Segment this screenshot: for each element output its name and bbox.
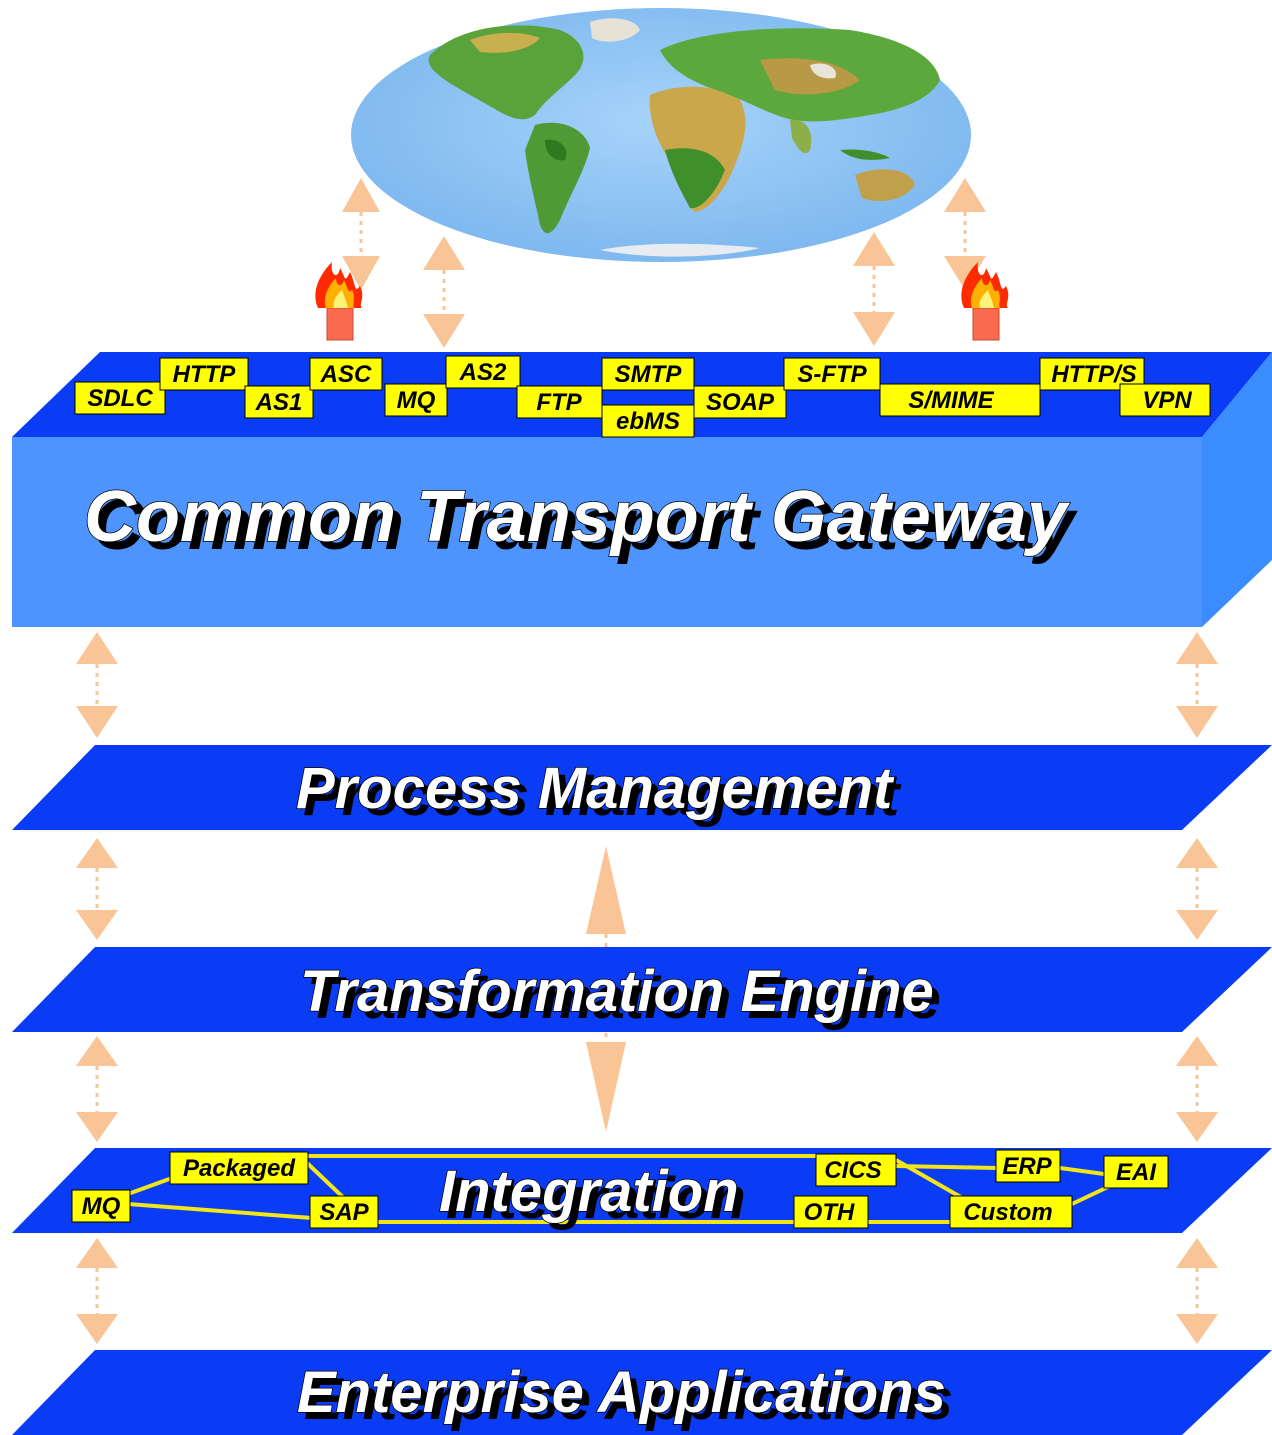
arrow-left-4 xyxy=(76,1238,118,1344)
arrow-right-1 xyxy=(1176,632,1218,738)
svg-text:Custom: Custom xyxy=(963,1199,1052,1226)
protocol-tag: HTTP xyxy=(159,357,249,391)
arrow-right-3 xyxy=(1176,1036,1218,1142)
integration-title-shadow: Integration xyxy=(446,1166,746,1231)
protocol-tag: SMTP xyxy=(601,357,695,391)
gateway-title: Common Transport Gateway xyxy=(84,477,1071,557)
globe-icon xyxy=(351,8,971,262)
enterprise-title-shadow: Enterprise Applications xyxy=(304,1367,953,1432)
svg-text:S/MIME: S/MIME xyxy=(908,387,994,414)
integration-node: SAP xyxy=(309,1195,379,1229)
svg-text:OTH: OTH xyxy=(804,1199,855,1226)
protocol-tag: AS2 xyxy=(445,355,521,389)
integration-nodes: MQ Packaged SAP CICS OTH ERP Custom EAI xyxy=(71,1149,1169,1229)
side-arrows xyxy=(76,632,1218,1344)
transport-protocol-tags: SDLC HTTP AS1 ASC MQ AS2 FTP SMTP ebMS S… xyxy=(74,355,1211,438)
svg-text:SOAP: SOAP xyxy=(706,389,775,416)
protocol-tag: ASC xyxy=(309,357,383,391)
arrow-right-2 xyxy=(1176,838,1218,940)
svg-text:FTP: FTP xyxy=(536,389,582,416)
svg-text:HTTP: HTTP xyxy=(173,361,237,388)
arrow-globe-3 xyxy=(853,232,895,346)
firewall-icon xyxy=(961,262,1009,341)
integration-node: MQ xyxy=(71,1189,131,1223)
svg-text:S-FTP: S-FTP xyxy=(797,361,867,388)
protocol-tag: AS1 xyxy=(244,385,314,419)
process-title-shadow: Process Management xyxy=(303,763,902,828)
integration-node: OTH xyxy=(793,1195,869,1229)
svg-text:ASC: ASC xyxy=(320,361,372,388)
protocol-tag: MQ xyxy=(384,383,448,417)
arrow-left-1 xyxy=(76,632,118,738)
firewall-icon xyxy=(315,262,363,341)
arrow-globe-4 xyxy=(944,178,986,290)
integration-title: Integration xyxy=(439,1159,739,1224)
svg-text:MQ: MQ xyxy=(82,1193,121,1220)
svg-text:SAP: SAP xyxy=(319,1199,369,1226)
svg-text:CICS: CICS xyxy=(824,1157,881,1184)
svg-text:ERP: ERP xyxy=(1002,1153,1052,1180)
svg-text:MQ: MQ xyxy=(397,387,436,414)
transform-title: Transformation Engine xyxy=(300,959,934,1024)
arrow-globe-1 xyxy=(342,178,380,290)
protocol-tag: VPN xyxy=(1119,383,1211,417)
svg-text:AS2: AS2 xyxy=(459,359,507,386)
integration-node: ERP xyxy=(995,1149,1061,1183)
integration-node: Custom xyxy=(949,1195,1073,1229)
protocol-tag: SOAP xyxy=(693,385,787,419)
protocol-tag: FTP xyxy=(516,385,603,419)
arrow-globe-2 xyxy=(423,236,465,348)
integration-node: CICS xyxy=(815,1153,897,1187)
enterprise-title: Enterprise Applications xyxy=(297,1360,946,1425)
protocol-tag: S/MIME xyxy=(879,383,1041,417)
svg-text:SDLC: SDLC xyxy=(87,385,153,412)
enterprise-applications-layer xyxy=(12,1350,1272,1435)
svg-text:EAI: EAI xyxy=(1116,1159,1157,1186)
svg-text:VPN: VPN xyxy=(1142,387,1192,414)
integration-node: EAI xyxy=(1103,1155,1169,1189)
arrow-right-4 xyxy=(1176,1238,1218,1344)
transformation-engine-layer xyxy=(12,947,1272,1032)
integration-node: Packaged xyxy=(169,1151,309,1185)
globe-connection-arrows xyxy=(342,178,986,348)
protocol-tag: ebMS xyxy=(601,404,695,438)
svg-text:AS1: AS1 xyxy=(255,389,303,416)
transform-title-shadow: Transformation Engine xyxy=(307,966,941,1031)
arrow-left-2 xyxy=(76,838,118,940)
gateway-title-shadow: Common Transport Gateway xyxy=(92,485,1079,565)
process-title: Process Management xyxy=(296,756,895,821)
arrow-left-3 xyxy=(76,1036,118,1142)
protocol-tag: SDLC xyxy=(74,381,166,415)
svg-text:ebMS: ebMS xyxy=(616,408,680,435)
svg-text:SMTP: SMTP xyxy=(615,361,683,388)
protocol-tag: S-FTP xyxy=(783,357,881,391)
svg-text:Packaged: Packaged xyxy=(183,1155,296,1182)
process-management-layer xyxy=(12,745,1272,830)
